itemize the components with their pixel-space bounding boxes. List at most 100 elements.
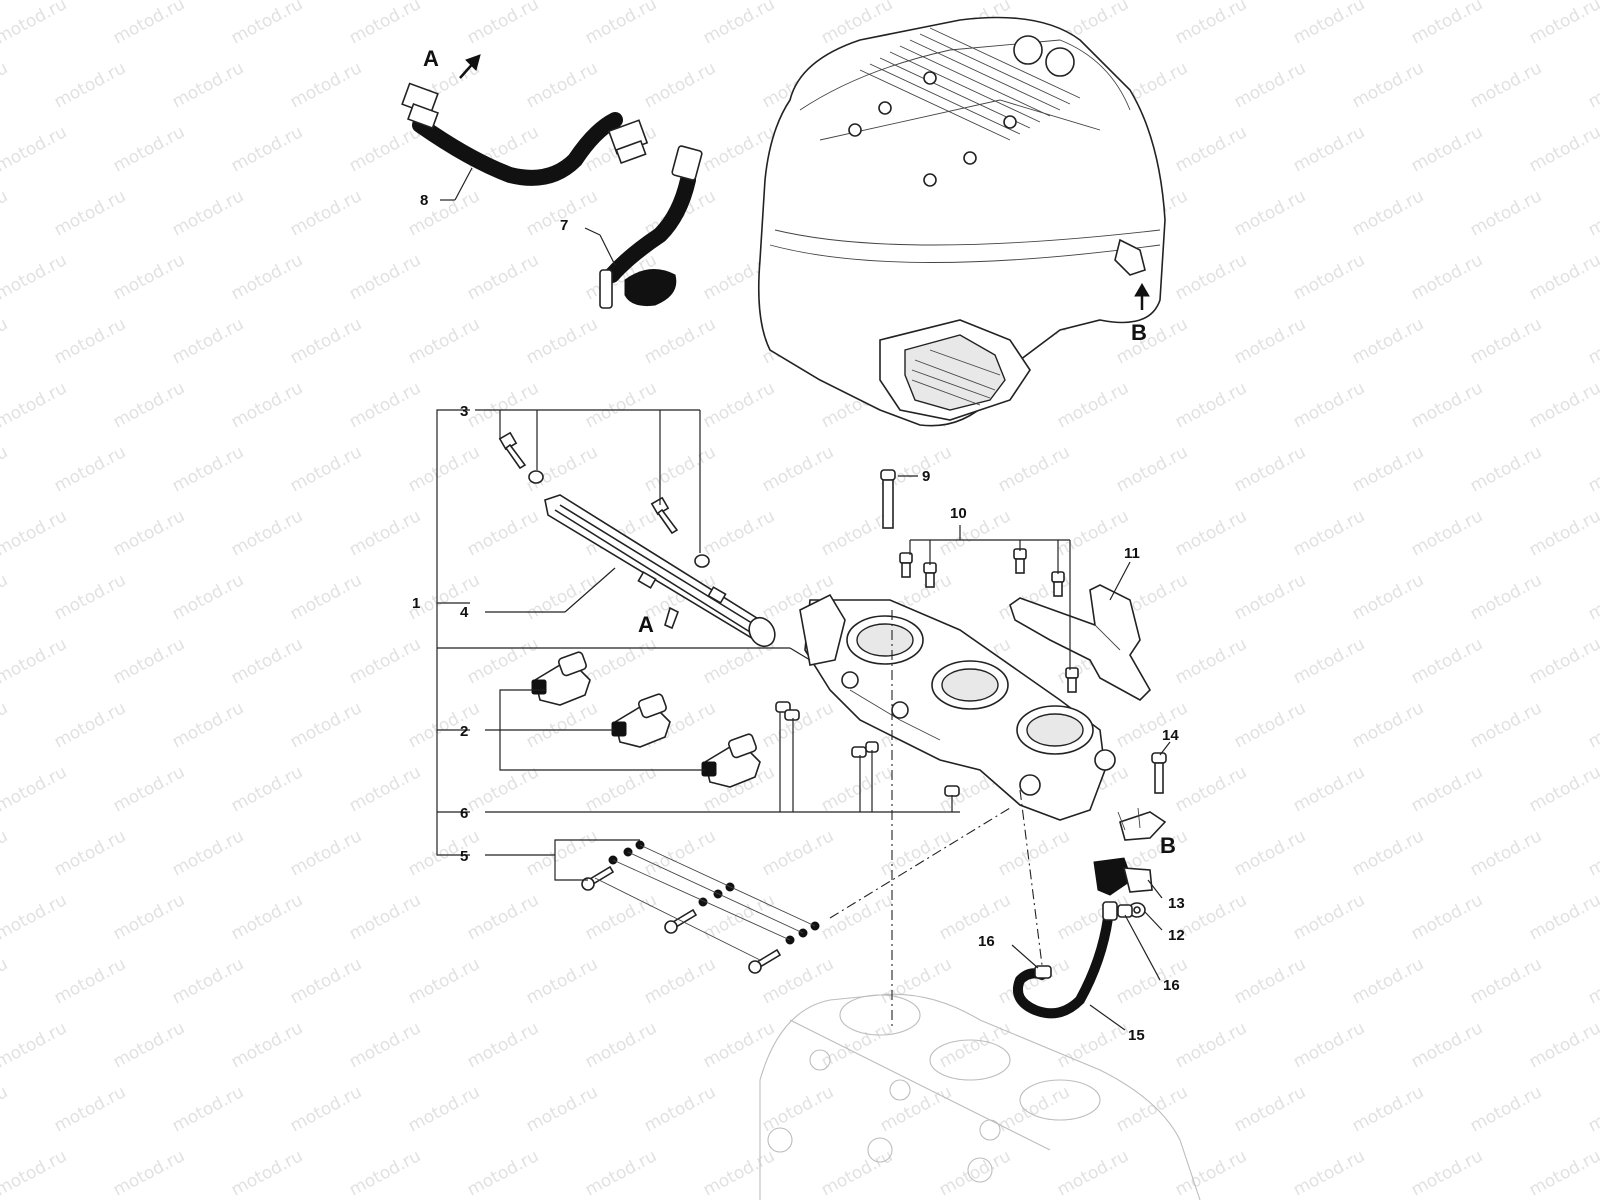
watermark-text: motod.ru [0,634,70,688]
watermark-text: motod.ru [1408,378,1486,432]
watermark-text: motod.ru [582,890,660,944]
hose-7 [599,145,703,309]
watermark-text: motod.ru [1349,186,1427,240]
watermark-text: motod.ru [1054,506,1132,560]
watermark-text: motod.ru [1113,698,1191,752]
watermark-text: motod.ru [0,1082,11,1136]
cap-6c [851,746,867,758]
watermark-text: motod.ru [1054,378,1132,432]
screw-5c [748,948,782,974]
watermark-text: motod.ru [1408,506,1486,560]
watermark-text: motod.ru [0,762,70,816]
watermark-text: motod.ru [405,826,483,880]
watermark-text: motod.ru [523,698,601,752]
watermark-text: motod.ru [1467,58,1545,112]
watermark-text: motod.ru [1172,250,1250,304]
watermark-text: motod.ru [1231,954,1309,1008]
watermark-text: motod.ru [1172,1146,1250,1200]
watermark-text: motod.ru [169,1082,247,1136]
watermark-text: motod.ru [1585,58,1600,112]
watermark-text: motod.ru [700,506,778,560]
callout-9: 9 [922,468,930,485]
watermark-text: motod.ru [0,698,11,752]
clamp-16a [1034,965,1052,979]
watermark-text: motod.ru [523,570,601,624]
watermark-text: motod.ru [346,122,424,176]
watermark-text: motod.ru [1467,698,1545,752]
watermark-text: motod.ru [1526,1018,1600,1072]
watermark-text: motod.ru [464,890,542,944]
watermark-text: motod.ru [1467,954,1545,1008]
watermark-text: motod.ru [1585,570,1600,624]
leader-lines [436,167,1171,1031]
watermark-text: motod.ru [936,506,1014,560]
cap-6b [784,709,800,721]
watermark-text: motod.ru [1349,1082,1427,1136]
watermark-text: motod.ru [995,442,1073,496]
marker-b-sensor: B [1160,833,1176,858]
watermark-text: motod.ru [759,442,837,496]
connection-arrow-a-top [459,54,481,79]
watermark-text: motod.ru [51,954,129,1008]
callout-16-right: 16 [1163,977,1180,994]
screw-5b [664,908,698,934]
watermark-text: motod.ru [1172,634,1250,688]
watermark-text: motod.ru [1408,1018,1486,1072]
watermark-text: motod.ru [110,1018,188,1072]
watermark-text: motod.ru [0,1146,70,1200]
bracket-11 [1009,584,1151,701]
connector-b [1117,807,1167,841]
watermark-text: motod.ru [169,698,247,752]
marker-a-top: A [423,46,439,71]
watermark-text: motod.ru [818,890,896,944]
watermark-text: motod.ru [1113,1082,1191,1136]
watermark-text: motod.ru [464,506,542,560]
watermark-text: motod.ru [51,570,129,624]
injector-2b [611,693,671,748]
watermark-text: motod.ru [1408,122,1486,176]
watermark-text: motod.ru [1467,826,1545,880]
injector-2c [701,733,761,788]
watermark-text: motod.ru [641,1082,719,1136]
watermark-text: motod.ru [1349,826,1427,880]
watermark-text: motod.ru [169,186,247,240]
watermark-text: motod.ru [936,890,1014,944]
watermark-text: motod.ru [0,122,70,176]
center-line-hose [1019,789,1043,966]
watermark-text: motod.ru [110,250,188,304]
o-ring-3b [694,554,710,568]
watermark-text: motod.ru [1526,762,1600,816]
watermark-text: motod.ru [464,634,542,688]
watermark-text: motod.ru [582,634,660,688]
watermark-text: motod.ru [1290,378,1368,432]
sensor-13 [1093,857,1153,896]
watermark-text: motod.ru [1290,506,1368,560]
watermark-text: motod.ru [1290,762,1368,816]
watermark-text: motod.ru [1172,1018,1250,1072]
watermark-text: motod.ru [287,1082,365,1136]
watermark-text: motod.ru [995,826,1073,880]
watermark-text: motod.ru [346,890,424,944]
bolt-10b [923,562,937,588]
bolt-9 [880,469,896,529]
bolt-3b [650,496,679,535]
watermark-text: motod.ru [1172,378,1250,432]
watermark-text: motod.ru [346,250,424,304]
watermark-text: motod.ru [287,570,365,624]
watermark-text: motod.ru [51,1082,129,1136]
watermark-text: motod.ru [582,1146,660,1200]
watermark-text: motod.ru [1526,1146,1600,1200]
watermark-text: motod.ru [1585,1082,1600,1136]
watermark-text: motod.ru [1408,1146,1486,1200]
watermark-text: motod.ru [287,186,365,240]
watermark-text: motod.ru [110,122,188,176]
watermark-text: motod.ru [0,250,70,304]
watermark-text: motod.ru [995,954,1073,1008]
watermark-text: motod.ru [228,762,306,816]
watermark-text: motod.ru [1290,250,1368,304]
watermark-text: motod.ru [818,1018,896,1072]
watermark-text: motod.ru [110,378,188,432]
watermark-text: motod.ru [1349,442,1427,496]
watermark-text: motod.ru [1349,954,1427,1008]
watermark-text: motod.ru [287,442,365,496]
